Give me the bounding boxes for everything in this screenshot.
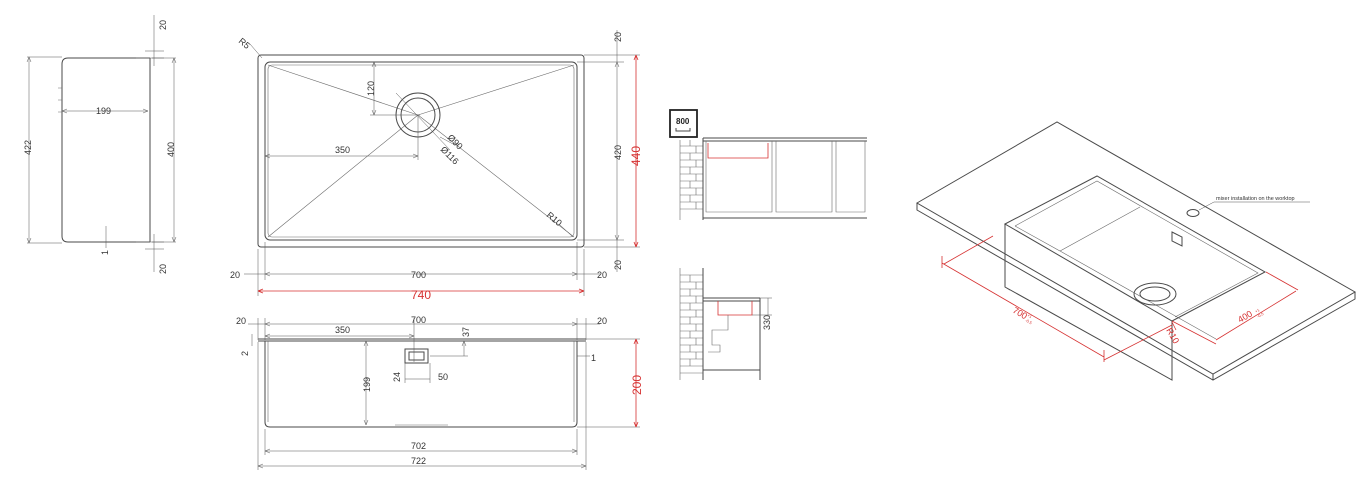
cabinet-lower-sink-profile [717, 301, 753, 316]
iso-dim-400-tol-lower: -0.5 [1256, 311, 1265, 319]
dim-440-line [633, 54, 639, 248]
brick-wall [679, 140, 703, 220]
dim-120: 120 [366, 81, 376, 96]
front-dim-722: 722 [411, 456, 426, 466]
worktop-edge [916, 203, 1356, 381]
front-dim-702: 702 [411, 441, 426, 451]
cabinet-size-badge: 800 [676, 117, 690, 126]
iso-label-r10: R10 [1164, 326, 1181, 345]
dim-740-line [257, 288, 585, 294]
cabinet-view-upper: 800 [669, 109, 867, 220]
front-flange [258, 338, 586, 342]
iso-dim-400-line [1171, 271, 1299, 345]
dim-440: 440 [629, 146, 643, 166]
sink-inner [1014, 180, 1259, 340]
front-bowl [264, 341, 578, 428]
dim-20-bottom-right2: 20 [597, 270, 607, 280]
iso-drain-outer [1133, 282, 1177, 306]
front-dim-350: 350 [335, 325, 350, 335]
sink-cutout [1003, 175, 1267, 322]
dim-1: 1 [100, 250, 110, 255]
iso-dim-700-line [941, 235, 1173, 362]
side-flange [58, 57, 150, 243]
front-dim-37: 37 [461, 327, 471, 337]
sink-bowl-body [1004, 224, 1173, 381]
label-r10: R10 [545, 210, 564, 228]
side-view: 422 400 199 20 20 1 [23, 15, 177, 274]
cabinet-sink-profile [707, 143, 769, 159]
top-outer-flange [257, 54, 585, 248]
iso-dim-700-tol-upper: +1 [1027, 313, 1034, 320]
cabinet-size-badge-frame [669, 109, 698, 138]
dim-700-top: 700 [411, 270, 426, 280]
iso-dim-700-tol-lower: -0.5 [1025, 318, 1034, 326]
dim-20-bottom: 20 [158, 264, 168, 274]
brick-wall-lower [679, 268, 703, 380]
cabinet-view-lower: 330 [679, 268, 772, 380]
side-profile [61, 57, 151, 243]
iso-drain-inner [1139, 286, 1171, 302]
front-dim-20-left: 20 [236, 316, 246, 326]
iso-overflow [1171, 231, 1183, 247]
front-dim-700: 700 [411, 315, 426, 325]
iso-dim-400: 400 [1236, 309, 1254, 325]
dim-20-top-right: 20 [613, 32, 623, 42]
trap-pipe [708, 315, 729, 353]
dim-420: 420 [613, 145, 623, 160]
dim-199: 199 [96, 106, 111, 116]
slope-lines [267, 64, 575, 238]
label-r5: R5 [237, 36, 252, 51]
front-view: 20 700 20 350 37 24 50 2 1 199 200 702 7… [236, 315, 644, 470]
overflow-outer [404, 348, 429, 364]
front-dim-20-right: 20 [597, 316, 607, 326]
dim-740: 740 [411, 288, 431, 302]
overflow-inner [408, 351, 425, 361]
dim-422: 422 [23, 140, 33, 155]
front-dim-24: 24 [392, 372, 402, 382]
front-dim-200-line [633, 338, 639, 428]
dim-350: 350 [335, 145, 350, 155]
front-dim-200: 200 [630, 375, 644, 395]
front-dim-1: 1 [591, 353, 596, 363]
dim-20-bottom-left: 20 [230, 270, 240, 280]
mixer-note: mixer installation on the worktop [1216, 196, 1295, 202]
top-view: 120 350 Ø90 Ø116 R5 R10 20 420 20 440 20… [230, 30, 643, 302]
front-dim-2: 2 [240, 351, 250, 356]
dim-400: 400 [166, 142, 176, 157]
dim-20-top: 20 [158, 20, 168, 30]
dim-20-bottom-right: 20 [613, 260, 623, 270]
front-dim-199: 199 [362, 377, 372, 392]
iso-dim-400-tol-upper: +1 [1254, 307, 1261, 314]
iso-view: mixer installation on the worktop 700 +1… [916, 121, 1357, 381]
tap-hole [1186, 209, 1200, 217]
front-dim-50: 50 [438, 372, 448, 382]
top-inner-bowl [264, 61, 578, 241]
cabinet-dim-330: 330 [762, 315, 772, 330]
